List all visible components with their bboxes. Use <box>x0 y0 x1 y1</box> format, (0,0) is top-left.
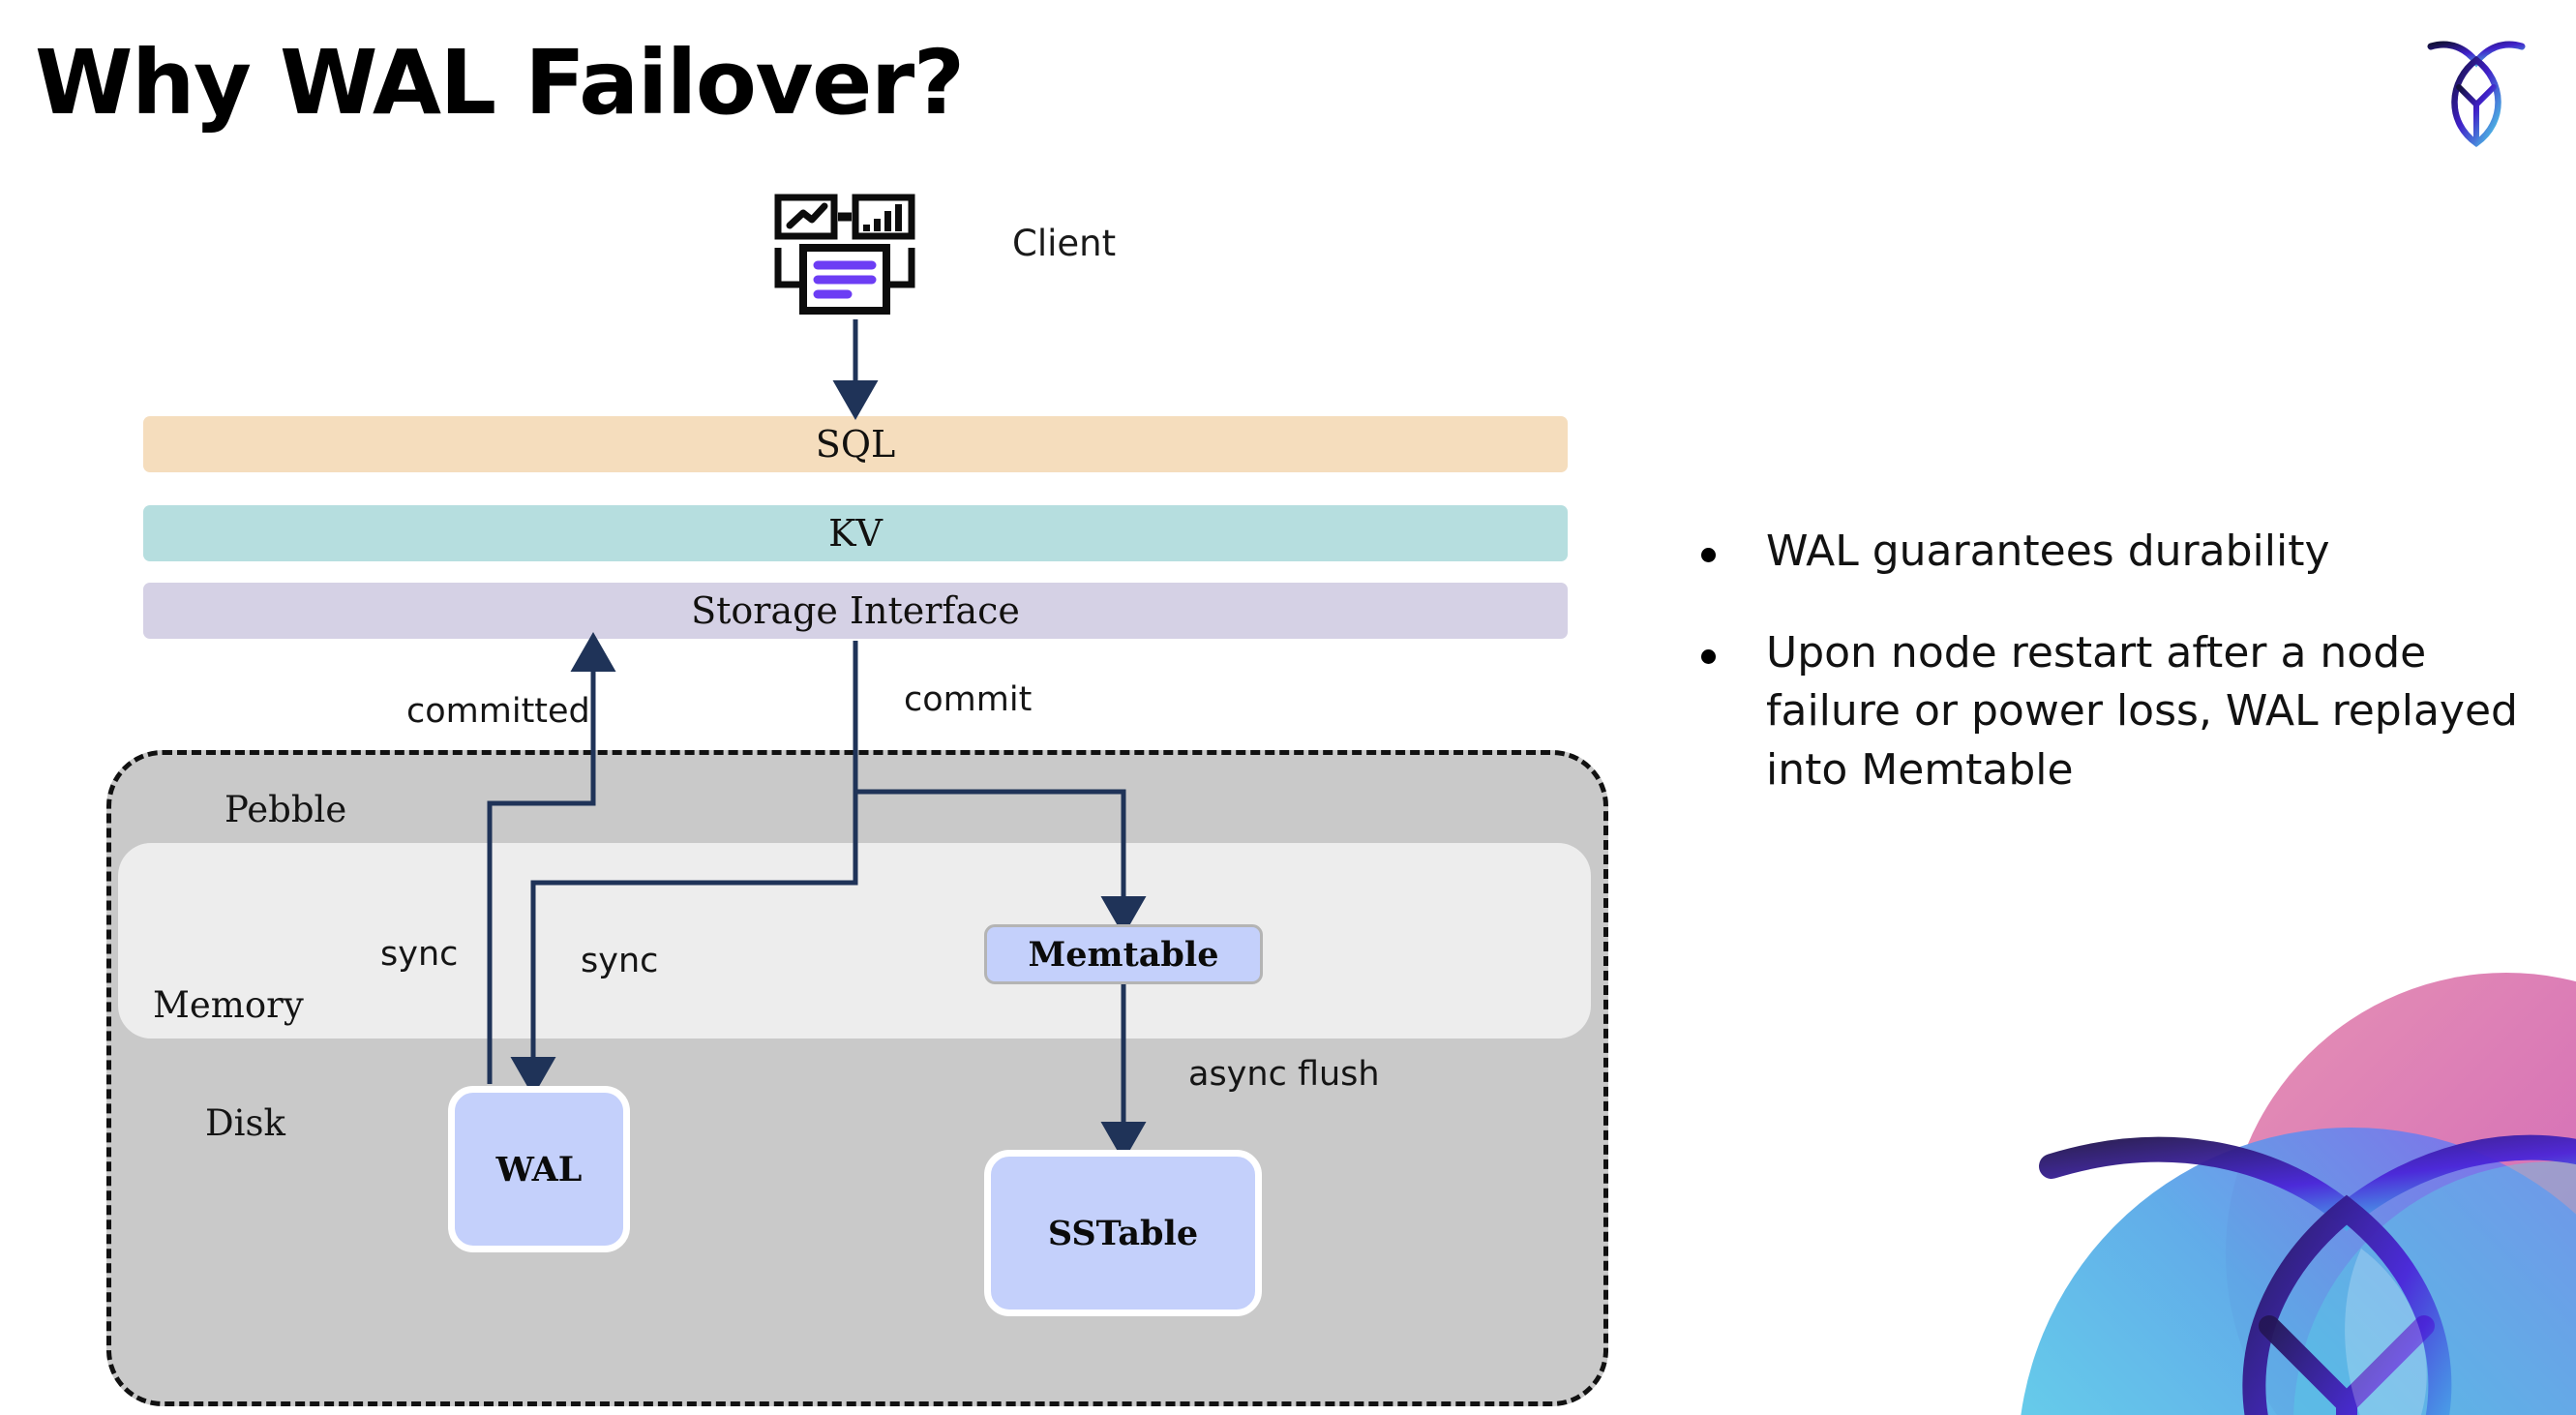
list-item: WAL guarantees durability <box>1701 523 2533 582</box>
memory-label: Memory <box>153 984 304 1026</box>
node-wal-label: WAL <box>495 1149 583 1189</box>
list-item: Upon node restart after a node failure o… <box>1701 624 2533 800</box>
cockroachdb-logo-icon <box>2427 41 2526 147</box>
bullet-text: Upon node restart after a node failure o… <box>1766 627 2518 796</box>
page-title: Why WAL Failover? <box>35 31 965 135</box>
edge-label-committed: committed <box>406 692 590 731</box>
node-sstable-label: SSTable <box>1047 1213 1199 1253</box>
client-monitor-icon <box>774 194 915 315</box>
bullet-dot-icon <box>1701 648 1716 664</box>
layer-bar-kv: KV <box>143 505 1568 561</box>
client-label: Client <box>1012 223 1117 264</box>
node-wal[interactable]: WAL <box>448 1086 630 1252</box>
layer-bar-storage-interface: Storage Interface <box>143 583 1568 639</box>
pebble-label: Pebble <box>225 789 347 830</box>
node-sstable[interactable]: SSTable <box>984 1150 1262 1316</box>
bullet-list: WAL guarantees durability Upon node rest… <box>1701 523 2533 843</box>
memory-region <box>118 843 1591 1039</box>
decorative-circles-graphic <box>2021 973 2576 1415</box>
layer-bar-sql-label: SQL <box>815 423 896 466</box>
edge-label-commit: commit <box>904 680 1033 719</box>
edge-label-sync-right: sync <box>581 942 659 980</box>
node-memtable[interactable]: Memtable <box>984 924 1263 984</box>
node-memtable-label: Memtable <box>1028 934 1219 975</box>
layer-bar-sql: SQL <box>143 416 1568 472</box>
edge-label-sync-left: sync <box>380 935 459 974</box>
bullet-text: WAL guarantees durability <box>1766 527 2330 576</box>
layer-bar-kv-label: KV <box>828 512 883 555</box>
layer-bar-storage-interface-label: Storage Interface <box>691 589 1020 632</box>
disk-label: Disk <box>205 1102 285 1144</box>
edge-label-async-flush: async flush <box>1188 1055 1380 1094</box>
bullet-dot-icon <box>1701 548 1716 562</box>
